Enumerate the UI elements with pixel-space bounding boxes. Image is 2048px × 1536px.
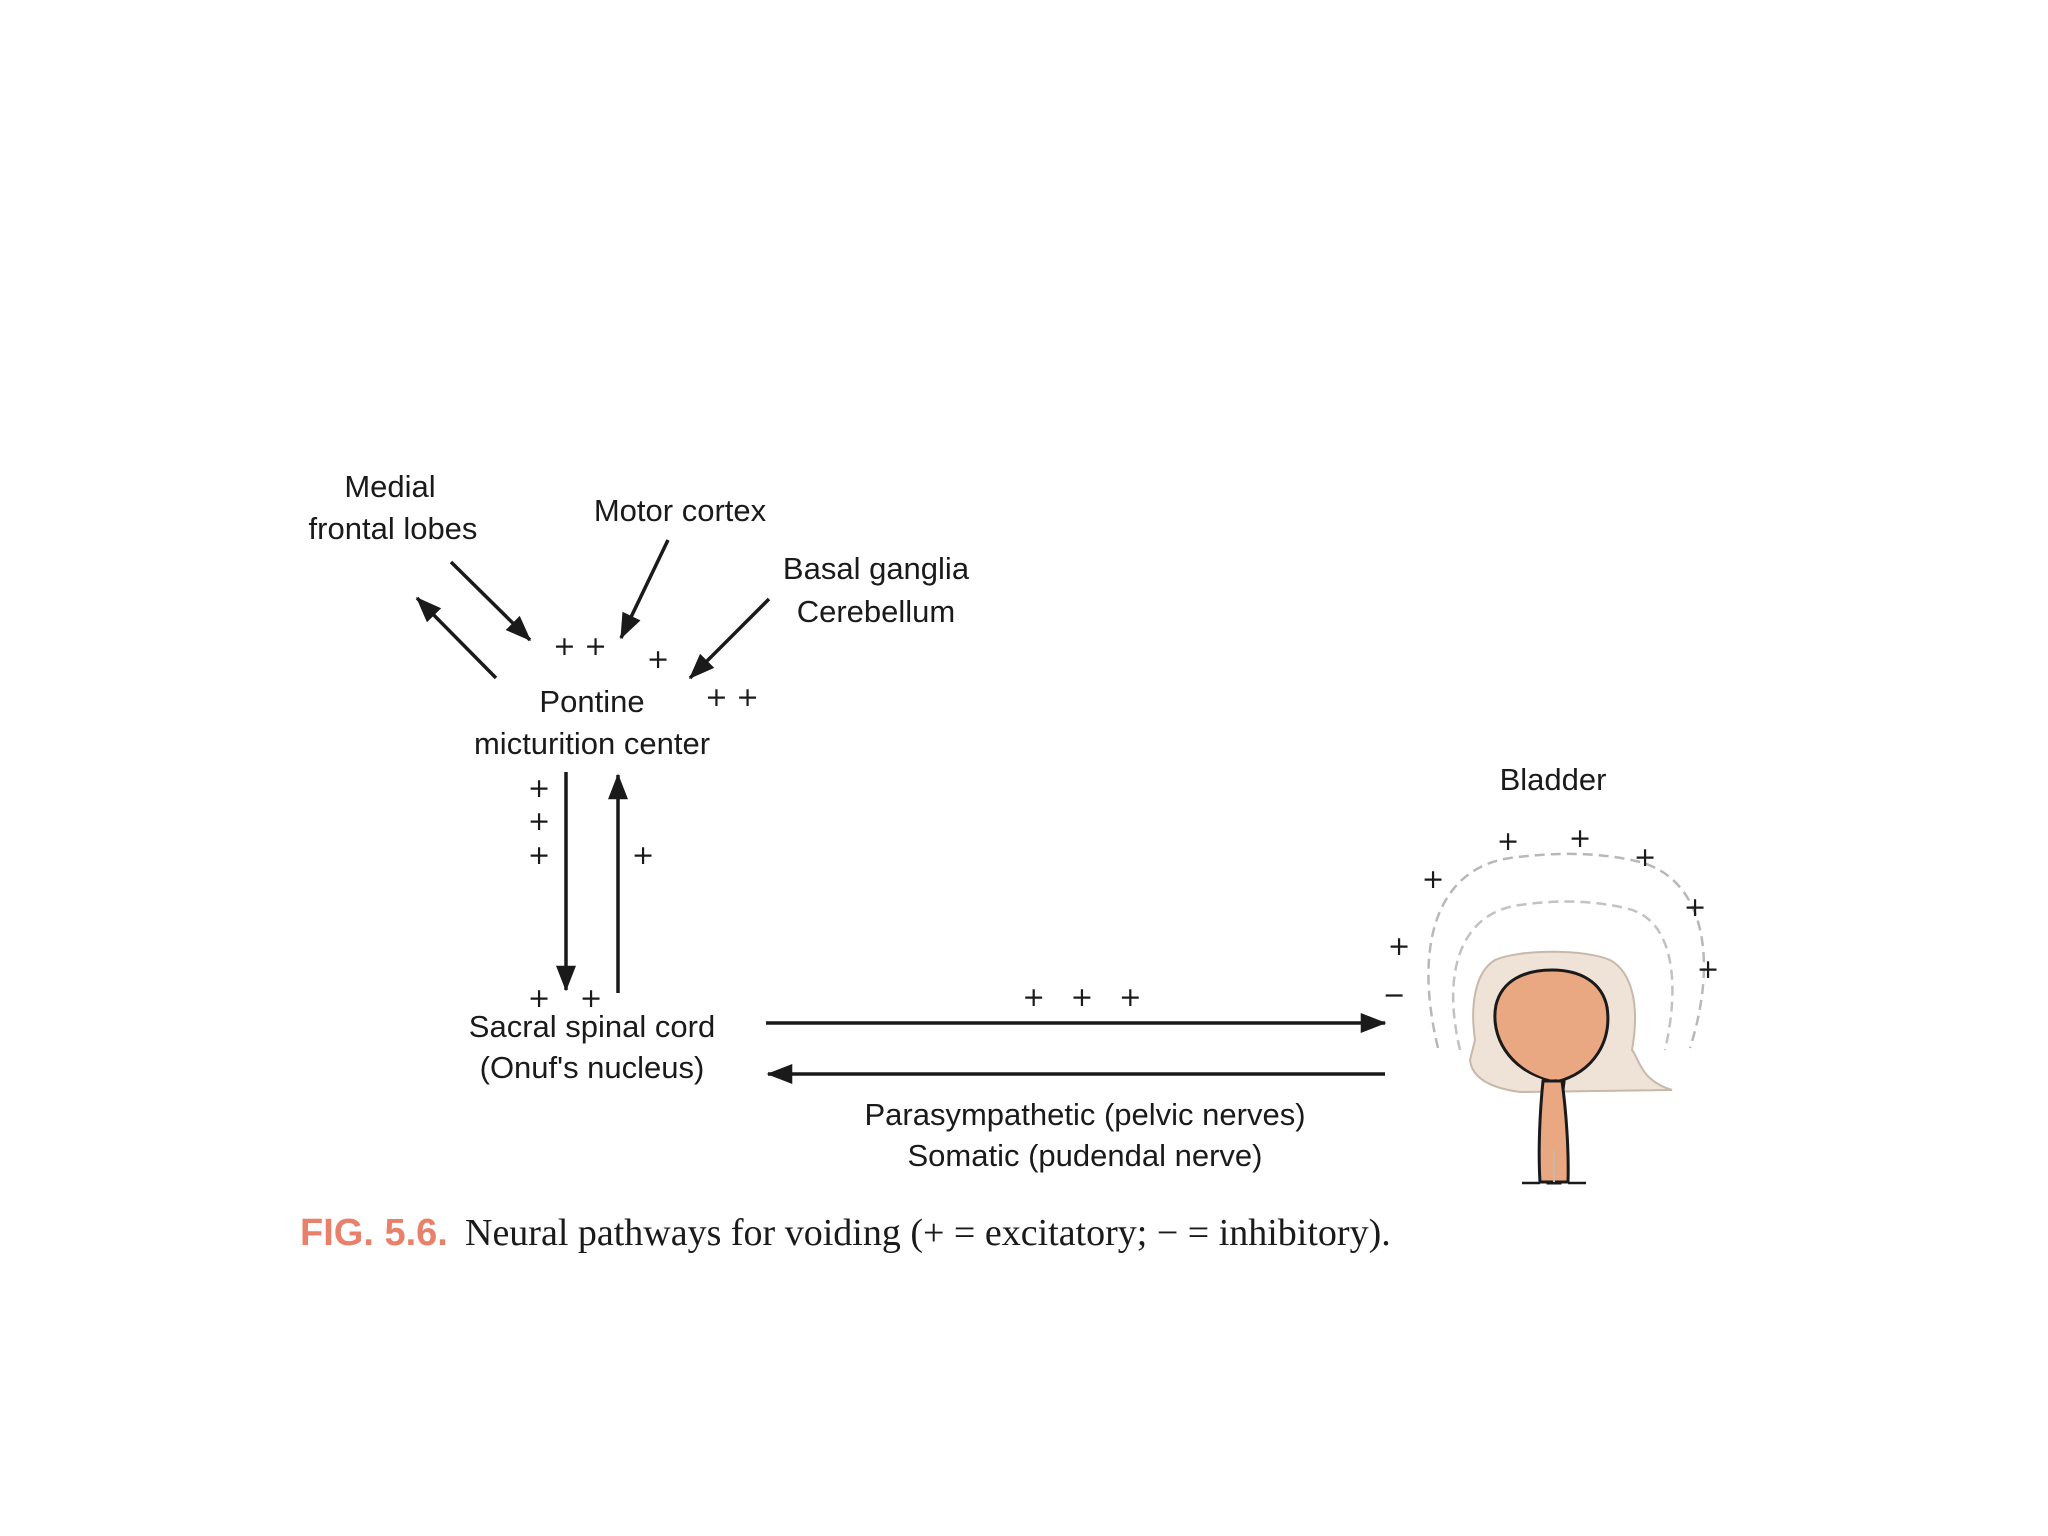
excitatory-sign: + <box>1388 931 1411 962</box>
bladder-body-fill <box>1497 975 1606 1080</box>
cerebellum-label: Cerebellum <box>797 594 956 629</box>
bladder-dashed-outer <box>1427 852 1706 1049</box>
sacral-cord-label: (Onuf's nucleus) <box>480 1050 705 1085</box>
pontine-center-label: Pontine <box>539 684 644 719</box>
excitatory-sign: + <box>1684 892 1707 923</box>
excitatory-sign: + <box>1697 954 1720 985</box>
inhibitory-sign: − <box>1383 980 1406 1011</box>
basal-ganglia-arrow <box>688 597 771 680</box>
pelvic-nerves-label: Parasympathetic (pelvic nerves) <box>864 1097 1305 1132</box>
excitatory-sign: + <box>528 983 551 1014</box>
medial-to-pontine-arrow <box>449 560 532 642</box>
excitatory-sign: + <box>580 983 603 1014</box>
bladder-illustration <box>1427 852 1706 1185</box>
pontine-center-label: micturition center <box>474 726 710 761</box>
figure-caption: Neural pathways for voiding (+ = excitat… <box>465 1212 1391 1254</box>
excitatory-sign: + <box>647 644 670 675</box>
medial-frontal-label: frontal lobes <box>309 511 478 546</box>
sacral-cord-label: Sacral spinal cord <box>469 1009 715 1044</box>
excitatory-sign: + + <box>705 682 759 713</box>
excitatory-sign: + + + <box>1022 982 1141 1013</box>
excitatory-sign: + <box>632 840 655 871</box>
excitatory-sign: + <box>528 840 551 871</box>
excitatory-sign: + + <box>553 631 607 662</box>
motor-cortex-arrow <box>619 539 670 640</box>
bladder-label: Bladder <box>1500 762 1607 797</box>
medial-frontal-label: Medial <box>344 469 435 504</box>
motor-cortex-label: Motor cortex <box>594 493 767 528</box>
excitatory-sign: + <box>1497 826 1520 857</box>
excitatory-sign: + <box>528 806 551 837</box>
pudendal-nerve-label: Somatic (pudendal nerve) <box>908 1138 1263 1173</box>
excitatory-sign: + <box>1634 842 1657 873</box>
excitatory-sign: + <box>1422 864 1445 895</box>
bladder-dashed-inner <box>1452 900 1674 1051</box>
figure-number: FIG. 5.6. <box>300 1212 448 1254</box>
excitatory-sign: + <box>1569 823 1592 854</box>
pontine-to-medial-arrow <box>415 596 498 680</box>
basal-ganglia-label: Basal ganglia <box>783 551 970 586</box>
excitatory-sign: + <box>528 773 551 804</box>
